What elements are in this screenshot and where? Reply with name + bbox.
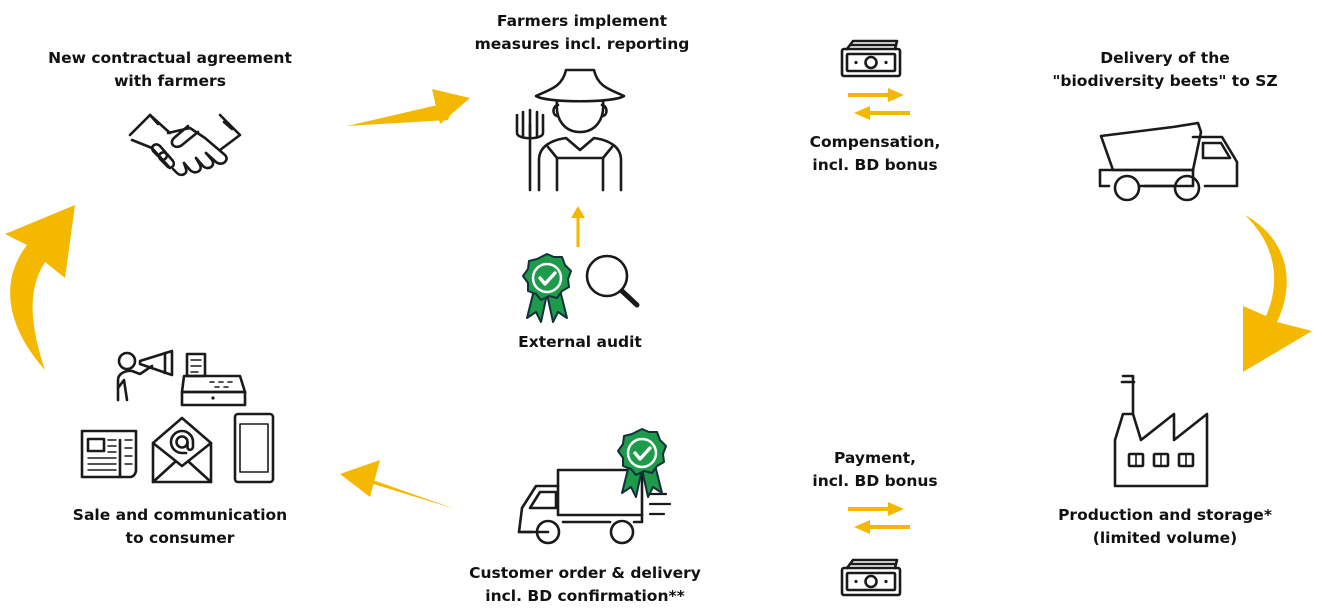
email-icon: [151, 416, 213, 484]
factory-icon: [1113, 374, 1209, 488]
smartphone-icon: [233, 412, 275, 484]
flow-arrow-sale-to-contract: [5, 205, 75, 370]
money-icon-compensation: [840, 39, 902, 78]
dump-truck-icon: [1098, 121, 1239, 202]
step-sale-label: Sale and communication to consumer: [72, 506, 288, 547]
step-implement-label: Farmers implement measures incl. reporti…: [474, 12, 690, 53]
exchange-arrows-compensation: [846, 86, 912, 122]
step-customer-label: Customer order & delivery incl. BD confi…: [469, 564, 701, 605]
certificate-badge-icon: [521, 252, 573, 324]
magnifier-icon: [585, 254, 640, 308]
flow-arrow-delivery-to-production: [1243, 215, 1312, 372]
handshake-icon: [128, 113, 242, 177]
newspaper-icon: [80, 429, 138, 479]
audit-label: External audit: [518, 333, 642, 351]
step-payment-label: Payment, incl. BD bonus: [812, 449, 938, 490]
flow-arrow-audit-to-implement: [571, 206, 585, 247]
step-contract-label: New contractual agreement with farmers: [48, 49, 292, 90]
exchange-arrows-payment: [846, 500, 912, 536]
step-production-label: Production and storage* (limited volume): [1058, 506, 1272, 547]
flow-arrow-customer-to-sale: [340, 460, 455, 509]
cash-register-icon: [180, 352, 247, 407]
money-icon-payment: [840, 558, 902, 597]
megaphone-person-icon: [116, 349, 174, 402]
farmer-icon: [515, 68, 626, 192]
step-delivery-sz-label: Delivery of the "biodiversity beets" to …: [1052, 49, 1278, 90]
step-compensation-label: Compensation, incl. BD bonus: [809, 133, 941, 174]
flow-arrow-contract-to-implement: [347, 89, 470, 126]
